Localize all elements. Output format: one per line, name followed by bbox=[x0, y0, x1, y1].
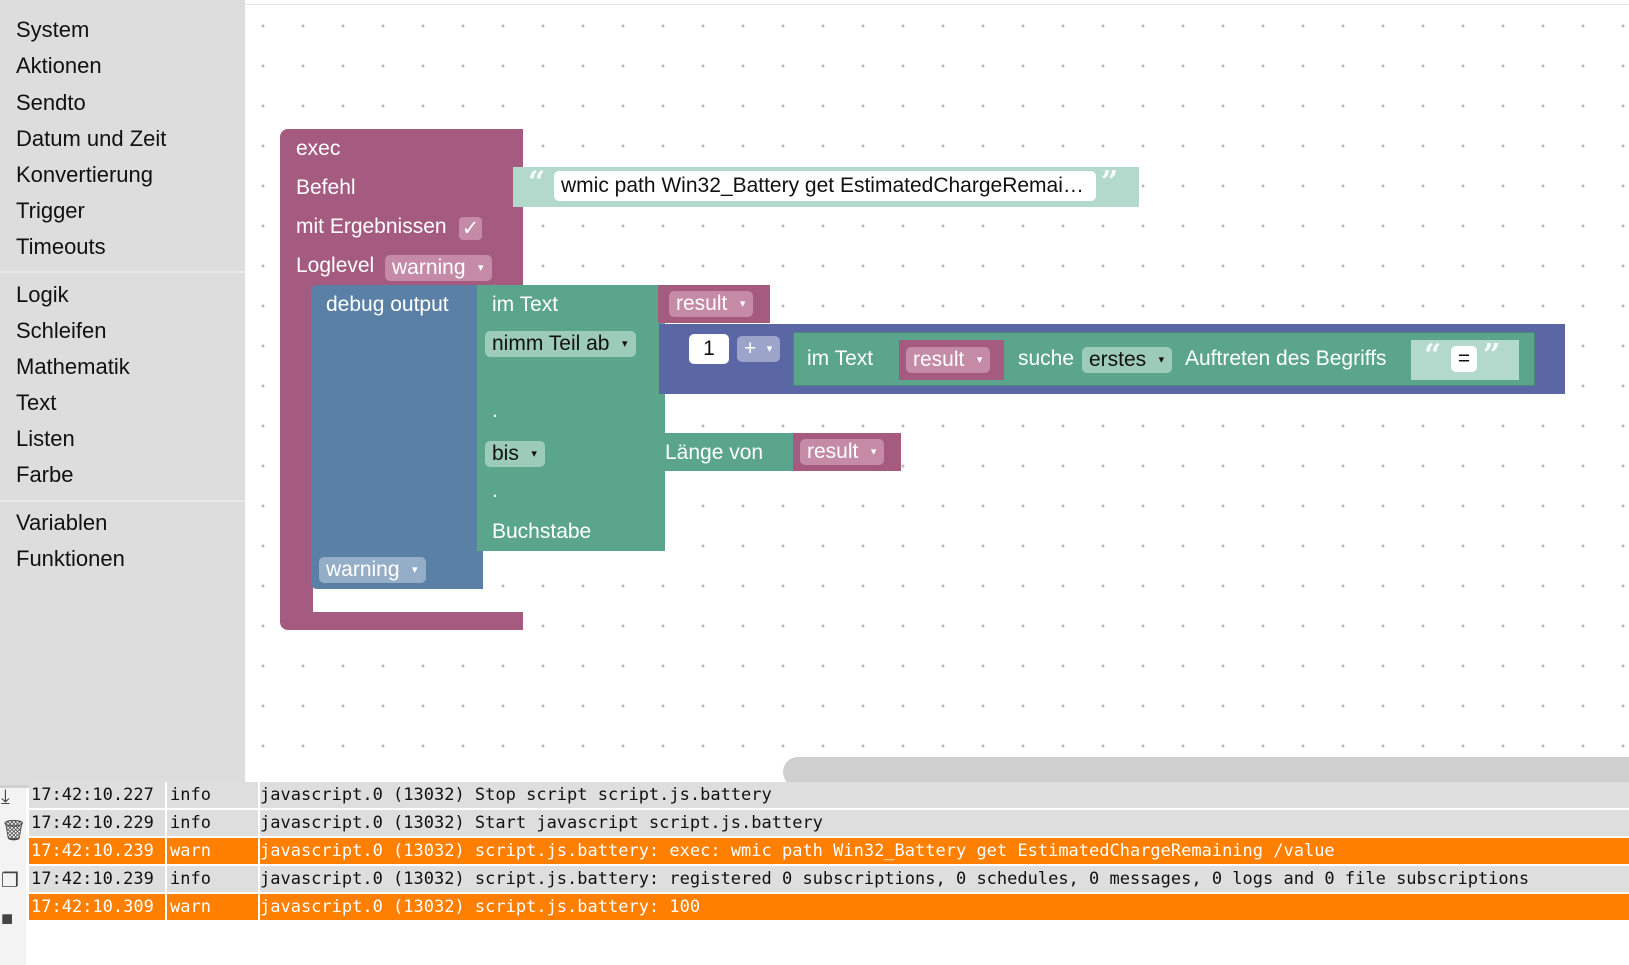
chevron-down-icon: ▾ bbox=[739, 298, 746, 310]
debug-level-value: warning bbox=[326, 558, 400, 581]
toolbox-category-trigger[interactable]: Trigger bbox=[16, 198, 85, 223]
toolbox-category-logik[interactable]: Logik bbox=[16, 282, 69, 307]
command-text-field[interactable]: wmic path Win32_Battery get EstimatedCha… bbox=[554, 171, 1096, 201]
log-row: 17:42:10.229 info javascript.0 (13032) S… bbox=[29, 810, 1629, 836]
log-time: 17:42:10.239 bbox=[31, 869, 154, 889]
erstes-value: erstes bbox=[1089, 348, 1147, 371]
chevron-down-icon: ▾ bbox=[478, 262, 484, 274]
indexof-suche-label: suche bbox=[1018, 347, 1075, 370]
log-row: 17:42:10.309 warn javascript.0 (13032) s… bbox=[29, 894, 1629, 920]
toolbox-separator bbox=[0, 500, 245, 502]
log-row: 17:42:10.227 info javascript.0 (13032) S… bbox=[29, 782, 1629, 808]
toolbox-category-schleifen[interactable]: Schleifen bbox=[16, 318, 107, 343]
mit-ergebnissen-checkbox[interactable]: ✓ bbox=[459, 217, 482, 240]
debug-output-block[interactable] bbox=[311, 285, 483, 589]
toolbox-category-timeouts[interactable]: Timeouts bbox=[16, 234, 106, 259]
blockly-toolbox: System Aktionen Sendto Datum und Zeit Ko… bbox=[0, 0, 245, 785]
search-text-field[interactable]: = bbox=[1451, 346, 1477, 372]
log-message: javascript.0 (13032) Start javascript sc… bbox=[260, 813, 823, 833]
variable-result-dropdown[interactable]: result ▾ bbox=[906, 347, 991, 373]
exec-title: exec bbox=[296, 137, 341, 160]
log-severity: info bbox=[165, 866, 260, 892]
toolbox-category-konvertierung[interactable]: Konvertierung bbox=[16, 162, 153, 187]
log-toolbar: ⤓ 🗑 ❐ ■ bbox=[0, 786, 27, 965]
text-length-block[interactable] bbox=[659, 433, 811, 471]
quote-open-icon: “ bbox=[528, 165, 546, 200]
log-severity: info bbox=[165, 810, 260, 836]
variable-result-value: result bbox=[807, 440, 859, 463]
toolbox-category-aktionen[interactable]: Aktionen bbox=[16, 53, 102, 78]
log-severity: info bbox=[165, 782, 260, 808]
substring-dot-1: . bbox=[492, 399, 498, 422]
chevron-down-icon: ▾ bbox=[870, 446, 877, 458]
exec-block-left-arm bbox=[280, 285, 313, 617]
toolbox-category-datum-und-zeit[interactable]: Datum und Zeit bbox=[16, 126, 167, 151]
chevron-down-icon: ▾ bbox=[1158, 354, 1165, 366]
exec-loglevel-dropdown[interactable]: warning ▾ bbox=[385, 255, 492, 281]
indexof-auftreten-label: Auftreten des Begriffs bbox=[1185, 347, 1387, 370]
log-panel: ⤓ 🗑 ❐ ■ 17:42:10.227 info javascript.0 (… bbox=[0, 782, 1629, 965]
exec-block-bottom bbox=[280, 612, 523, 630]
toolbox-category-system[interactable]: System bbox=[16, 17, 90, 42]
toolbox-category-funktionen[interactable]: Funktionen bbox=[16, 546, 125, 571]
exec-loglevel-label: Loglevel bbox=[296, 254, 375, 277]
log-time: 17:42:10.309 bbox=[31, 897, 154, 917]
substring-buchstabe-label: Buchstabe bbox=[492, 520, 592, 543]
math-number-field[interactable]: 1 bbox=[689, 334, 729, 364]
toolbox-category-listen[interactable]: Listen bbox=[16, 426, 75, 451]
quote-close-icon: ” bbox=[1101, 165, 1119, 200]
indexof-im-text-label: im Text bbox=[807, 347, 874, 370]
toolbox-category-variablen[interactable]: Variablen bbox=[16, 510, 108, 535]
nimm-teil-ab-dropdown[interactable]: nimm Teil ab ▾ bbox=[485, 331, 636, 357]
checkmark-icon: ✓ bbox=[461, 217, 480, 240]
quote-open-icon: “ bbox=[1424, 338, 1442, 373]
log-time: 17:42:10.227 bbox=[31, 785, 154, 805]
exec-loglevel-value: warning bbox=[392, 256, 466, 279]
toolbox-category-farbe[interactable]: Farbe bbox=[16, 462, 74, 487]
math-operator-dropdown[interactable]: + ▾ bbox=[737, 336, 781, 362]
trash-icon[interactable]: 🗑 bbox=[1, 820, 27, 842]
log-message: javascript.0 (13032) script.js.battery: … bbox=[260, 841, 1335, 861]
erstes-dropdown[interactable]: erstes ▾ bbox=[1082, 347, 1173, 373]
variable-result-value: result bbox=[913, 348, 965, 371]
log-time: 17:42:10.239 bbox=[31, 841, 154, 861]
download-icon[interactable]: ⤓ bbox=[1, 786, 10, 808]
math-operator-value: + bbox=[744, 337, 757, 360]
log-time: 17:42:10.229 bbox=[31, 813, 154, 833]
copy-icon[interactable]: ❐ bbox=[1, 870, 19, 892]
debug-level-dropdown[interactable]: warning ▾ bbox=[319, 557, 426, 583]
substring-block[interactable] bbox=[477, 285, 665, 551]
chevron-down-icon: ▾ bbox=[621, 338, 628, 350]
log-row: 17:42:10.239 warn javascript.0 (13032) s… bbox=[29, 838, 1629, 864]
toolbox-separator bbox=[0, 271, 245, 273]
chevron-down-icon: ▾ bbox=[766, 343, 773, 355]
log-severity: warn bbox=[165, 894, 260, 920]
log-message: javascript.0 (13032) Stop script script.… bbox=[260, 785, 772, 805]
log-message: javascript.0 (13032) script.js.battery: … bbox=[260, 869, 1530, 889]
toolbox-category-text[interactable]: Text bbox=[16, 390, 57, 415]
chevron-down-icon: ▾ bbox=[531, 448, 537, 460]
log-severity: warn bbox=[165, 838, 260, 864]
log-message: javascript.0 (13032) script.js.battery: … bbox=[260, 897, 701, 917]
variable-result-value: result bbox=[676, 292, 728, 315]
toolbox-category-mathematik[interactable]: Mathematik bbox=[16, 354, 130, 379]
variable-result-dropdown[interactable]: result ▾ bbox=[669, 291, 754, 317]
variable-result-dropdown[interactable]: result ▾ bbox=[800, 439, 885, 465]
exec-befehl-label: Befehl bbox=[296, 176, 356, 199]
quote-close-icon: ” bbox=[1483, 338, 1501, 373]
substring-im-text-label: im Text bbox=[492, 293, 559, 316]
substring-dot-2: . bbox=[492, 479, 498, 502]
chevron-down-icon: ▾ bbox=[976, 354, 983, 366]
chevron-down-icon: ▾ bbox=[412, 564, 418, 576]
bis-value: bis bbox=[492, 442, 519, 465]
exec-mit-ergebnissen-label: mit Ergebnissen bbox=[296, 215, 447, 238]
nimm-teil-ab-value: nimm Teil ab bbox=[492, 332, 610, 355]
bis-dropdown[interactable]: bis ▾ bbox=[485, 441, 545, 467]
stop-icon[interactable]: ■ bbox=[1, 908, 14, 930]
debug-output-label: debug output bbox=[326, 293, 449, 316]
laenge-von-label: Länge von bbox=[665, 441, 764, 464]
log-row: 17:42:10.239 info javascript.0 (13032) s… bbox=[29, 866, 1629, 892]
blockly-workspace[interactable]: exec Befehl mit Ergebnissen ✓ Loglevel w… bbox=[245, 4, 1629, 787]
toolbox-category-sendto[interactable]: Sendto bbox=[16, 90, 86, 115]
